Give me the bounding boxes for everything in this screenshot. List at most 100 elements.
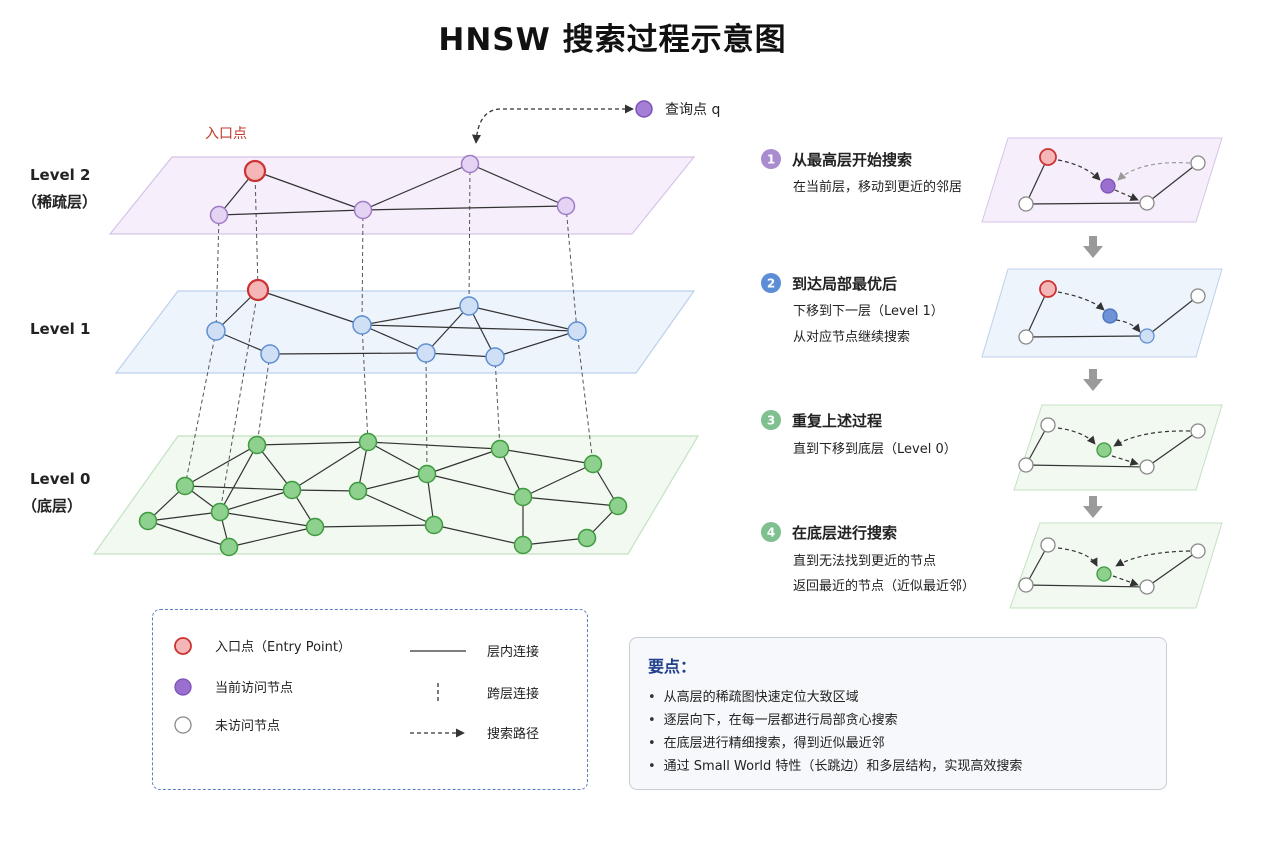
- step-2-panel-plane: [981, 268, 1223, 358]
- intra-layer-link: [184, 444, 258, 487]
- level-1-node: [206, 321, 226, 341]
- step-3-title: 重复上述过程: [792, 412, 882, 430]
- step-2-entry-node: [1039, 280, 1057, 298]
- level-1-label: Level 1: [30, 320, 90, 338]
- step-1-panel-plane: [981, 137, 1223, 223]
- step-2-panel: [981, 268, 1223, 358]
- key-point-item: 逐层向下，在每一层都进行局部贪心搜索: [648, 709, 1022, 732]
- level-0-node: [608, 496, 628, 516]
- level-1-plane: [114, 290, 696, 374]
- step-3-number: 3: [767, 414, 775, 428]
- step-2-node: [1190, 288, 1206, 304]
- legend-entry-swatch: [174, 637, 192, 655]
- step-4-node: [1018, 577, 1034, 593]
- intra-layer-link: [228, 526, 316, 548]
- step-arrow-2: [1083, 369, 1103, 391]
- step-1-badge: [761, 149, 781, 169]
- level-0-node: [358, 432, 378, 452]
- intra-layer-link: [184, 485, 293, 491]
- step-1-desc-1: 在当前层，移动到更近的邻居: [793, 179, 962, 195]
- intra-layer-link: [361, 324, 578, 332]
- legend-box: [152, 609, 588, 790]
- key-point-item: 从高层的稀疏图快速定位大致区域: [648, 686, 1022, 709]
- entry-node-level-1: [246, 278, 270, 302]
- intra-layer-link: [147, 511, 221, 522]
- intra-layer-link: [256, 444, 293, 491]
- intra-layer-link: [257, 289, 363, 326]
- cross-layer-link: [184, 330, 217, 487]
- step-arrows: [1083, 236, 1103, 518]
- step-3-panel-plane: [1013, 404, 1223, 491]
- intra-layer-link: [522, 537, 588, 546]
- intra-layer-link: [522, 496, 619, 507]
- legend-cross-label: 跨层连接: [487, 686, 539, 702]
- intra-layer-link: [468, 305, 578, 332]
- intra-layer-link: [367, 441, 428, 475]
- level-0-sublabel: （底层）: [22, 497, 82, 515]
- level-0-node: [583, 454, 603, 474]
- level-0-label: Level 0: [30, 470, 90, 488]
- query-point-label: 查询点 q: [665, 102, 720, 118]
- intra-layer-link: [256, 441, 369, 446]
- step-2-desc-1: 下移到下一层（Level 1）: [793, 304, 944, 319]
- step-1-current-node: [1100, 178, 1116, 194]
- cross-layer-link: [254, 170, 259, 291]
- intra-layer-link: [362, 163, 471, 211]
- intra-layer-link: [494, 330, 578, 358]
- level-0-node: [138, 511, 158, 531]
- step-1-entry-node: [1039, 148, 1057, 166]
- intra-layer-link: [433, 524, 524, 546]
- cross-layer-link: [494, 356, 501, 450]
- level-2-label: Level 2: [30, 166, 90, 184]
- legend-current-label: 当前访问节点: [215, 680, 293, 696]
- step-4-node: [1040, 537, 1056, 553]
- step-3-node: [1040, 417, 1056, 433]
- intra-layer-link: [215, 330, 271, 355]
- step-1-title: 从最高层开始搜索: [792, 151, 912, 169]
- intra-layer-link: [361, 305, 470, 326]
- step-1-node: [1139, 195, 1155, 211]
- step-3: 3 重复上述过程 直到下移到底层（Level 0）: [761, 410, 957, 457]
- step-3-node: [1018, 457, 1034, 473]
- step-2-desc-2: 从对应节点继续搜索: [793, 329, 910, 345]
- intra-layer-link: [426, 448, 501, 475]
- intra-layer-link: [291, 489, 359, 492]
- cross-layer-link: [256, 353, 271, 446]
- step-2-badge: [761, 273, 781, 293]
- level-0-node: [513, 487, 533, 507]
- intra-layer-link: [426, 473, 524, 498]
- level-0-node: [219, 537, 239, 557]
- intra-layer-link: [314, 524, 435, 528]
- step-4-badge: [761, 522, 781, 542]
- page-title: HNSW 搜索过程示意图: [438, 22, 787, 58]
- query-point-node: [635, 100, 653, 118]
- cross-layer-link: [219, 289, 259, 513]
- cross-layer-links: [184, 163, 594, 513]
- intra-layer-link: [269, 352, 427, 355]
- step-3-panel: [1013, 404, 1223, 491]
- step-1-node: [1018, 196, 1034, 212]
- cross-layer-link: [576, 330, 594, 465]
- step-4-desc-1: 直到无法找到更近的节点: [793, 553, 936, 569]
- level-1-node: [459, 296, 479, 316]
- intra-layer-link: [367, 441, 501, 450]
- step-4-panel: [1009, 522, 1223, 609]
- level-2-sublabel: （稀疏层）: [22, 193, 97, 211]
- step-4-node: [1139, 579, 1155, 595]
- entry-node-level-2: [243, 159, 267, 183]
- step-1-panel: [981, 137, 1223, 223]
- step-4-panel-plane: [1009, 522, 1223, 609]
- level-0-node: [175, 476, 195, 496]
- legend-current-swatch: [174, 678, 192, 696]
- intra-layer-link: [254, 170, 364, 211]
- intra-layer-link: [219, 511, 316, 528]
- legend: 入口点（Entry Point） 当前访问节点 未访问节点 层内连接 跨层连接 …: [174, 637, 539, 742]
- level-0-node: [348, 481, 368, 501]
- legend-path-label: 搜索路径: [487, 726, 539, 742]
- level-1-node: [485, 347, 505, 367]
- key-points-title: 要点：: [648, 657, 697, 676]
- level-0-node: [282, 480, 302, 500]
- step-4-number: 4: [767, 526, 775, 540]
- step-3-node: [1190, 423, 1206, 439]
- step-3-node: [1139, 459, 1155, 475]
